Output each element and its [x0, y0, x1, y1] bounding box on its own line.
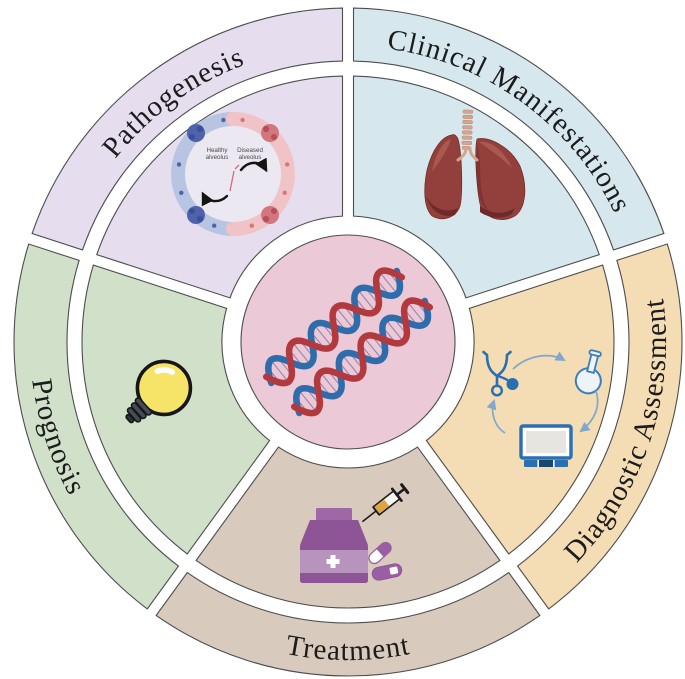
- label-treatment: Treatment: [284, 629, 413, 667]
- lungs-icon: [424, 109, 526, 220]
- bottle-cross-icon: [326, 555, 340, 568]
- bulb-screw-base: [125, 397, 153, 424]
- cycle-arrow-left-icon: [201, 191, 229, 207]
- stethoscope-chestpiece: [506, 378, 519, 390]
- sector-clinical-manifestations: [352, 75, 600, 299]
- alveoli-illustration: Healthy alveolus Diseased alveolus: [171, 112, 295, 236]
- flask-icon: [574, 349, 602, 395]
- left-lung-shadow: [426, 196, 458, 216]
- medication-icons: [300, 483, 410, 583]
- left-lung-highlight: [432, 139, 451, 172]
- dna-double-helix-icon: [262, 267, 434, 417]
- arrow-flask-to-monitor: [579, 390, 599, 433]
- right-lung-highlight: [479, 141, 512, 168]
- stethoscope-icon: [482, 350, 519, 397]
- capsule-icon-2: [371, 563, 403, 581]
- healthy-cells: [176, 117, 226, 228]
- dna-helix-2: [290, 297, 434, 417]
- diseased-alveolus-label-line1: Diseased: [237, 147, 263, 154]
- dna-helix-1: [262, 267, 406, 387]
- center-disc: [240, 234, 456, 450]
- diseased-alveolus-label-line2: alveolus: [239, 154, 262, 161]
- light-bulb-icon: [125, 359, 193, 424]
- cycle-arrows: [486, 351, 599, 434]
- healthy-alveolus-label-line2: alveolus: [206, 154, 229, 161]
- diseased-alveolus-crescent: [226, 112, 295, 236]
- sector-diagnostic-assessment: [425, 264, 615, 555]
- monitor-icon: [519, 424, 573, 467]
- right-lung-inner-shade: [476, 144, 490, 211]
- trachea: [461, 109, 474, 150]
- ring-segment-pathogenesis: [31, 7, 344, 251]
- syringe-icon: [362, 483, 410, 523]
- left-lung: [424, 134, 463, 220]
- diagnostic-cycle: [482, 349, 602, 467]
- bottle-cap: [316, 508, 352, 521]
- healthy-alveolus-crescent: [171, 112, 240, 236]
- right-lung-shadow: [480, 206, 515, 218]
- ring-segment-treatment: [155, 571, 541, 677]
- diseased-cells: [240, 117, 290, 228]
- ring-segment-diagnostic-assessment: [516, 243, 683, 610]
- bronchi: [456, 146, 479, 162]
- wheel-wedges: [13, 7, 683, 677]
- bulb-highlight: [154, 367, 176, 375]
- ring-segment-prognosis: [13, 243, 180, 610]
- rotated-label-mark: [229, 164, 240, 192]
- center-circle: [240, 234, 456, 450]
- bottle-shoulder: [300, 520, 368, 545]
- monitor-screen: [526, 431, 566, 453]
- capsule-icon: [368, 541, 392, 565]
- cycle-arrow-right-icon: [239, 157, 268, 173]
- medicine-bottle-icon: [300, 508, 368, 583]
- arrow-stethoscope-to-flask: [512, 351, 566, 370]
- syringe-fill: [374, 499, 390, 514]
- arrow-monitor-to-stethoscope: [486, 399, 506, 434]
- ring-segment-clinical-manifestations: [352, 7, 665, 251]
- healthy-alveolus-label-line1: Healthy: [207, 147, 229, 154]
